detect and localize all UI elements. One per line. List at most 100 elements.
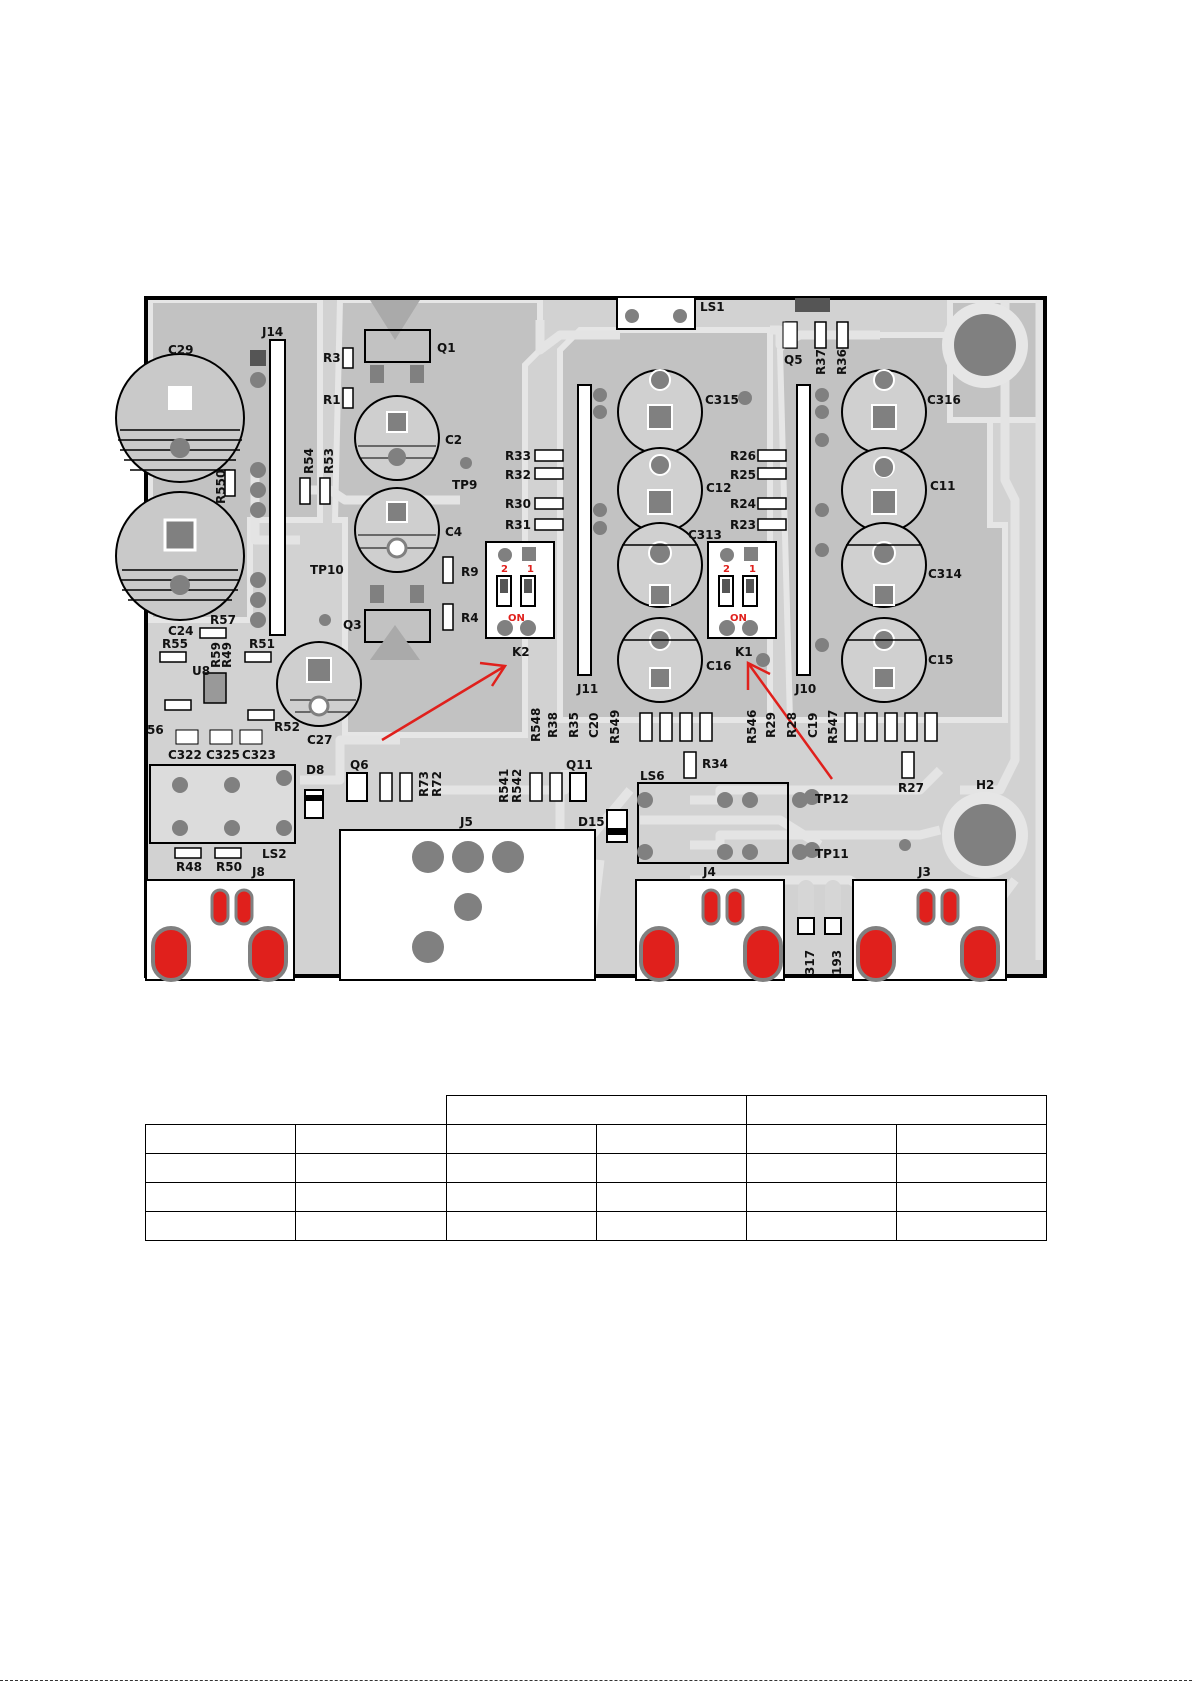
- table-row: [145, 1153, 1047, 1183]
- table-cell: [295, 1182, 447, 1212]
- table-cell: [746, 1153, 897, 1183]
- label-C193: 193: [830, 950, 844, 975]
- relay-LS6: [637, 782, 789, 864]
- label-C323: C323: [242, 748, 276, 762]
- mounting-hole-H2: [942, 792, 1028, 878]
- label-U8: U8: [192, 664, 210, 678]
- ic-U8: [203, 672, 227, 704]
- label-LS2: LS2: [262, 847, 287, 861]
- k2-on-label: ON: [508, 613, 525, 624]
- label-C24: C24: [168, 624, 194, 638]
- label-C316: C316: [927, 393, 961, 407]
- label-R25: R25: [730, 468, 756, 482]
- label-R52: R52: [274, 720, 300, 734]
- mounting-hole-H1: [942, 302, 1028, 388]
- label-D15: D15: [578, 815, 605, 829]
- table-cell: [596, 1182, 747, 1212]
- table-header-row: [146, 1095, 1047, 1125]
- pcb-layout-diagram: C29 J14 R3 Q1 R1 C2 R54 R53 R550 TP9 C4 …: [115, 296, 1047, 982]
- label-TP9: TP9: [452, 478, 477, 492]
- transistor-Q11: [569, 772, 587, 802]
- capacitor-C4: [354, 487, 440, 573]
- header-J10: [796, 384, 811, 676]
- label-R37: R37: [814, 349, 828, 375]
- label-R38: R38: [546, 712, 560, 738]
- label-R54: R54: [302, 448, 316, 474]
- relay-LS2: [149, 764, 296, 844]
- label-J14: J14: [261, 325, 283, 339]
- label-Q1: Q1: [437, 341, 456, 355]
- label-R51: R51: [249, 637, 275, 651]
- label-R33: R33: [505, 449, 531, 463]
- capacitor-C2: [354, 395, 440, 481]
- label-R4: R4: [461, 611, 479, 625]
- label-R548: R548: [529, 708, 543, 742]
- table-cell: [596, 1153, 747, 1183]
- label-R546: R546: [745, 710, 759, 744]
- label-R29: R29: [764, 712, 778, 738]
- label-R9: R9: [461, 565, 479, 579]
- table-row: [145, 1124, 1047, 1154]
- table-cell: [446, 1211, 597, 1241]
- label-R27: R27: [898, 781, 924, 795]
- label-C19: C19: [806, 712, 820, 738]
- table-cell: [596, 1124, 747, 1154]
- table-cell: [446, 1124, 597, 1154]
- table-cell: [896, 1182, 1047, 1212]
- label-Q5: Q5: [784, 353, 803, 367]
- switch-labels: 2 1 ON 2 1 ON: [501, 564, 756, 624]
- connector-J3: [852, 879, 1007, 982]
- k1-on-label: ON: [730, 613, 747, 624]
- label-Q6: Q6: [350, 758, 369, 772]
- table-cell: [596, 1211, 747, 1241]
- table-cell: [145, 1182, 296, 1212]
- label-R53: R53: [322, 448, 336, 474]
- label-LS6: LS6: [640, 769, 665, 783]
- label-C314: C314: [928, 567, 962, 581]
- label-C11: C11: [930, 479, 956, 493]
- label-R48: R48: [176, 860, 202, 874]
- label-LS1: LS1: [700, 300, 725, 314]
- label-R547: R547: [826, 710, 840, 744]
- k1-pin2-label: 2: [723, 564, 730, 575]
- label-R36: R36: [835, 349, 849, 375]
- transistor-Q5: [782, 321, 798, 349]
- component-labels: C29 J14 R3 Q1 R1 C2 R54 R53 R550 TP9 C4 …: [147, 300, 994, 975]
- table-cell: [446, 1182, 597, 1212]
- label-C322: C322: [168, 748, 202, 762]
- label-R59: R59: [209, 642, 223, 668]
- table-cell: [746, 1095, 1047, 1125]
- diode-D15: [606, 809, 628, 843]
- label-H2: H2: [976, 778, 994, 792]
- label-C29: C29: [168, 343, 194, 357]
- label-C12: C12: [706, 481, 732, 495]
- label-R73: R73: [417, 771, 431, 797]
- label-R24: R24: [730, 497, 756, 511]
- label-Q3: Q3: [343, 618, 362, 632]
- table-cell: [446, 1153, 597, 1183]
- label-R28: R28: [785, 712, 799, 738]
- label-R550: R550: [214, 470, 228, 504]
- label-R26: R26: [730, 449, 756, 463]
- label-R35: R35: [567, 712, 581, 738]
- label-C325: C325: [206, 748, 240, 762]
- label-K1: K1: [735, 645, 753, 659]
- label-R55: R55: [162, 637, 188, 651]
- diode-D8: [304, 789, 324, 819]
- label-R72: R72: [430, 771, 444, 797]
- dip-switch-K2: [485, 541, 555, 639]
- label-R56: 56: [147, 723, 164, 737]
- annotation-arrow-K2: [381, 661, 508, 742]
- label-K2: K2: [512, 645, 530, 659]
- k1-pin1-label: 1: [749, 564, 756, 575]
- table-cell: [746, 1124, 897, 1154]
- label-TP10: TP10: [310, 563, 344, 577]
- transistor-Q6: [346, 772, 368, 802]
- label-C317: 317: [803, 950, 817, 975]
- capacitor-C27: [276, 641, 362, 727]
- label-C27: C27: [307, 733, 333, 747]
- label-D8: D8: [306, 763, 324, 777]
- label-TP11: TP11: [815, 847, 849, 861]
- transistor-Q3: [364, 585, 431, 660]
- table-cell: [295, 1124, 447, 1154]
